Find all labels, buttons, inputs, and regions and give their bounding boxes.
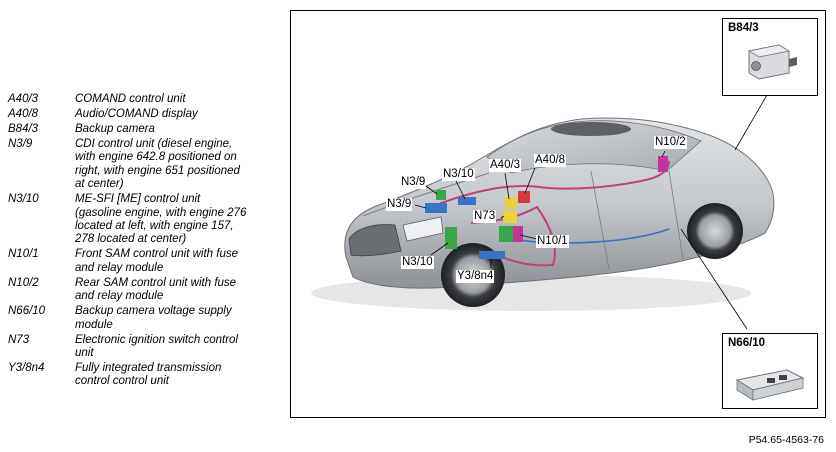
callout-n3-10-upper: N3/10 — [442, 168, 475, 181]
module-n3-9-upper — [436, 190, 446, 200]
callout-n3-10-lower: N3/10 — [401, 256, 434, 269]
backup-camera-icon — [747, 44, 797, 80]
figure-reference-code: P54.65-4563-76 — [748, 434, 824, 446]
headlight — [402, 216, 444, 242]
legend-description: CDI control unit (diesel engine, with en… — [75, 138, 240, 191]
front-grille — [348, 224, 402, 257]
legend-code: A40/3 — [8, 93, 39, 105]
legend-code: N10/2 — [8, 276, 39, 289]
legend-description: Fully integrated transmission control co… — [75, 362, 222, 388]
legend-row: A40/8 Audio/COMAND display — [8, 108, 278, 121]
module-a40-3 — [505, 197, 517, 209]
module-n3-10-upper — [458, 197, 476, 205]
legend-code: B84/3 — [8, 123, 39, 135]
inset-backup-camera-title: B84/3 — [728, 22, 759, 34]
legend-row: N66/10 Backup camera voltage supply modul… — [8, 305, 278, 332]
inset-backup-camera: B84/3 — [722, 18, 818, 96]
legend-code: A40/8 — [8, 108, 39, 120]
legend-row: N3/9 CDI control unit (diesel engine, wit… — [8, 138, 278, 192]
legend-code: N3/10 — [8, 193, 39, 206]
legend-description: Backup camera voltage supply module — [75, 305, 232, 331]
module-n10-1-b — [513, 226, 523, 242]
callout-n3-9-upper: N3/9 — [400, 176, 427, 189]
legend-row: Y3/8n4 Fully integrated transmission cont… — [8, 362, 278, 389]
callout-n10-1: N10/1 — [536, 235, 569, 248]
module-n3-9-lower — [425, 203, 447, 213]
door-line — [668, 170, 684, 260]
sunroof — [551, 122, 631, 136]
legend-row: A40/3 COMAND control unit — [8, 93, 278, 106]
module-n3-10-lower — [445, 227, 457, 249]
module-n10-2 — [658, 156, 668, 172]
module-y3-8n4 — [479, 251, 505, 259]
voltage-module-icon — [735, 369, 805, 401]
callout-n73: N73 — [473, 210, 497, 223]
module-n10-1 — [499, 226, 513, 242]
legend-description: Backup camera — [75, 123, 155, 135]
callout-a40-8: A40/8 — [534, 154, 567, 167]
legend-code: N66/10 — [8, 305, 46, 318]
legend-code: N3/9 — [8, 138, 33, 150]
legend-row: N73 Electronic ignition switch control un… — [8, 334, 278, 361]
legend-description: COMAND control unit — [75, 93, 186, 105]
callout-a40-3: A40/3 — [489, 159, 522, 172]
vehicle-diagram: N3/9 N3/9 N3/10 N3/10 A40/3 A40/8 N73 N1… — [290, 10, 826, 418]
module-n73 — [503, 211, 517, 223]
legend-row: B84/3 Backup camera — [8, 123, 278, 136]
callout-n3-9-lower: N3/9 — [386, 198, 413, 211]
legend-row: N3/10 ME-SFI [ME] control unit (gasoline … — [8, 193, 278, 247]
inset-voltage-module-title: N66/10 — [728, 337, 766, 349]
module-a40-8 — [518, 191, 530, 203]
legend-code: N73 — [8, 333, 30, 346]
legend-row: N10/2 Rear SAM control unit with fuse and… — [8, 277, 278, 304]
callout-n10-2: N10/2 — [654, 136, 687, 149]
legend-description: Rear SAM control unit with fuse and rela… — [75, 276, 237, 303]
rear-wheel — [687, 203, 743, 259]
legend-row: N10/1 Front SAM control unit with fuse an… — [8, 248, 278, 275]
callout-y3-8n4: Y3/8n4 — [456, 270, 495, 283]
legend-description: Electronic ignition switch control unit — [75, 333, 238, 360]
legend-description: ME-SFI [ME] control unit (gasoline engin… — [75, 193, 247, 246]
leader-lines — [414, 94, 768, 330]
legend-code: N10/1 — [8, 248, 39, 261]
inset-voltage-module: N66/10 — [722, 333, 818, 409]
legend-code: Y3/8n4 — [8, 362, 45, 375]
legend-description: Audio/COMAND display — [75, 108, 198, 120]
wiring-harness — [430, 160, 670, 208]
legend-description: Front SAM control unit with fuse and rel… — [75, 248, 238, 274]
